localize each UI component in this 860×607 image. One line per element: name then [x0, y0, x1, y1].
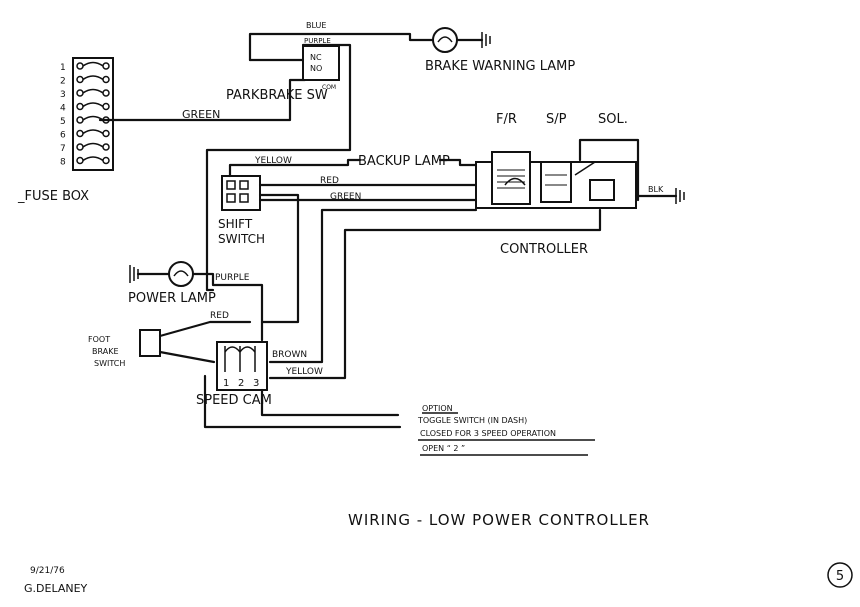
- label-sol: SOL.: [598, 112, 628, 127]
- shift-switch: SHIFT SWITCH: [218, 175, 265, 246]
- fuse-box-frame: [72, 57, 114, 171]
- label-toggle-switch: TOGGLE SWITCH (IN DASH): [417, 416, 527, 425]
- fuse-number: 1: [60, 63, 66, 73]
- label-park-brake-sw: PARKBRAKE SW: [226, 88, 328, 103]
- fuse-number: 2: [60, 77, 66, 87]
- fuse-number: 4: [60, 104, 66, 114]
- wire-controller-sol: [578, 138, 640, 202]
- drawing-date: 9/21/76: [30, 566, 65, 576]
- label-controller: CONTROLLER: [500, 242, 588, 257]
- label-foot-brake-3: SWITCH: [94, 359, 125, 368]
- wire-foot-brake-bottom: [158, 350, 216, 364]
- label-shift-switch-1: SHIFT: [218, 217, 253, 231]
- fuse-symbol: [76, 61, 110, 70]
- ground-symbol-power: [129, 265, 139, 283]
- label-speed-cam: SPEED CAM: [196, 393, 272, 408]
- label-foot-brake-2: BRAKE: [92, 347, 119, 356]
- fuse-number: 6: [60, 131, 66, 141]
- label-backup-lamp: BACKUP LAMP: [358, 154, 450, 169]
- wire-red-cam: [258, 193, 300, 324]
- ground-symbol-top: [481, 32, 491, 48]
- power-lamp: PURPLE POWER LAMP: [128, 261, 264, 342]
- label-green-fuse: GREEN: [182, 108, 220, 121]
- wire-option-1: [203, 374, 402, 429]
- label-no: NO: [310, 64, 322, 73]
- controller-sp-contactor: [540, 161, 572, 203]
- fuse-symbol: [76, 102, 110, 111]
- speed-cam: 1 2 3 BROWN YELLOW SPEED CAM: [196, 341, 323, 408]
- label-brake-warning-lamp: BRAKE WARNING LAMP: [425, 59, 575, 74]
- wire-blue: [248, 32, 434, 62]
- label-option: OPTION: [422, 404, 453, 413]
- label-foot-brake-1: FOOT: [88, 335, 110, 344]
- diagram-title: WIRING - LOW POWER CONTROLLER: [348, 511, 650, 529]
- fuse-symbol: [76, 88, 110, 97]
- fuse-symbol: [76, 75, 110, 84]
- label-purple-top: PURPLE: [304, 37, 331, 45]
- park-brake-switch: NC NO COM PARKBRAKE SW: [226, 45, 340, 103]
- label-cam-2: 2: [238, 378, 244, 389]
- fuse-number: 5: [60, 117, 66, 127]
- label-sp: S/P: [546, 112, 567, 127]
- fuse-number: 8: [60, 158, 66, 168]
- fuse-number: 3: [60, 90, 66, 100]
- fuse-symbol: [76, 142, 110, 151]
- park-brake-switch-body: [302, 45, 340, 81]
- label-nc: NC: [310, 53, 322, 62]
- label-red-shift: RED: [320, 176, 339, 186]
- label-blue: BLUE: [306, 21, 326, 30]
- wire-green-fuse: [98, 78, 307, 122]
- label-brown: BROWN: [272, 350, 307, 360]
- drawing-author: G.DELANEY: [24, 582, 88, 595]
- label-power-lamp: POWER LAMP: [128, 291, 216, 306]
- label-yellow-backup: YELLOW: [254, 156, 292, 166]
- ground-symbol-controller: [675, 188, 685, 204]
- brake-warning-lamp-bulb: [432, 27, 458, 53]
- wire-brown: [268, 208, 478, 364]
- controller-fr-contactor: [491, 151, 531, 205]
- wire-purple-power: [191, 272, 264, 342]
- label-purple-power: PURPLE: [215, 273, 250, 283]
- fuse-symbol: [76, 156, 110, 165]
- label-cam-3: 3: [253, 378, 259, 389]
- label-red-cam: RED: [210, 311, 229, 321]
- label-yellow-cam: YELLOW: [285, 367, 323, 377]
- page-number-circle: [827, 562, 853, 588]
- power-lamp-bulb: [168, 261, 194, 287]
- controller-sol-coil: [589, 179, 615, 201]
- wire-yellow-cam: [268, 208, 602, 380]
- label-fr: F/R: [496, 112, 517, 127]
- wire-yellow-backup: [228, 158, 362, 178]
- brake-warning-lamp: BRAKE WARNING LAMP: [425, 27, 575, 74]
- fuse-box: 1 2 3 4 5 6 7 8 _FUSE BOX: [17, 57, 114, 204]
- wire-foot-brake-top: [158, 320, 252, 338]
- label-shift-switch-2: SWITCH: [218, 232, 265, 246]
- label-blk: BLK: [648, 185, 664, 194]
- controller: F/R S/P SOL. BLK CONTROLLER: [475, 112, 685, 257]
- fuse-box-label: _FUSE BOX: [17, 189, 89, 204]
- foot-brake-switch-body: [139, 329, 161, 357]
- label-open-for: OPEN “ 2 ”: [422, 444, 465, 453]
- label-cam-1: 1: [223, 378, 229, 389]
- wire-option-2: [260, 388, 400, 417]
- fuse-number: 7: [60, 144, 66, 154]
- wire-purple: [205, 43, 352, 292]
- fuse-symbol: [76, 129, 110, 138]
- foot-brake-switch: FOOT BRAKE SWITCH: [88, 320, 252, 368]
- label-green-shift: GREEN: [330, 192, 361, 202]
- wire-backup-to-controller: [438, 158, 478, 167]
- label-closed-for: CLOSED FOR 3 SPEED OPERATION: [420, 429, 556, 438]
- page-number: 5: [836, 569, 844, 584]
- label-com: COM: [322, 84, 336, 91]
